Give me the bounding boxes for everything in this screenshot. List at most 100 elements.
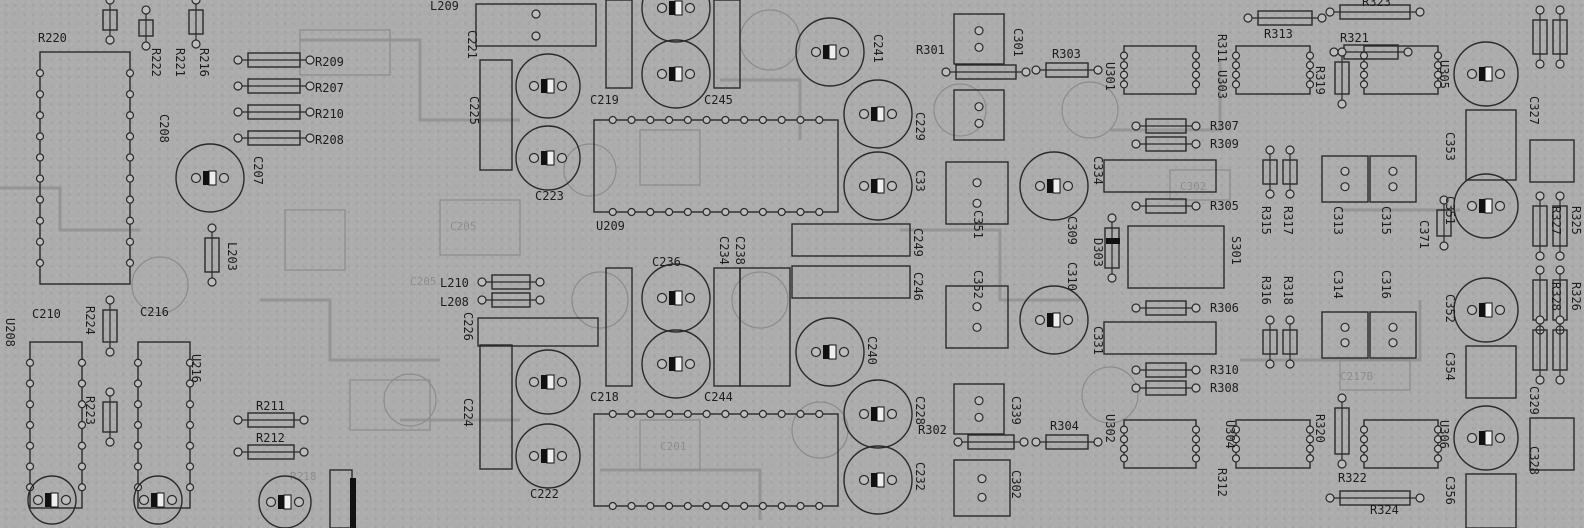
film-capacitor-c245 [713,0,741,89]
capacitor-body-mark [674,290,683,306]
resistor [247,130,301,146]
ic-pin-pad [1191,61,1201,70]
ic-pin-pad [702,115,711,125]
label-r310: R310 [1210,363,1239,377]
solder-pad [1535,251,1545,261]
label-r326: R326 [1569,282,1583,311]
film-capacitor-c238 [739,267,791,387]
capacitor-polarity-mark [823,345,829,359]
ic-pin-pad [1119,435,1129,444]
label-c309: C309 [1065,216,1079,245]
solder-pad [1131,201,1141,211]
label-c354: C354 [1443,352,1457,381]
label-l208: L208 [440,295,469,309]
ic-pin-pad [77,400,87,409]
solder-pad [941,67,951,77]
solder-pad [1494,68,1506,80]
inductor-l208 [491,292,531,308]
capacitor-body-mark [546,78,555,94]
ic-u304 [1235,419,1311,469]
solder-pad [531,9,541,19]
solder-pad [305,55,315,65]
ic-pin-pad [1191,51,1201,60]
resistor-r223 [102,401,118,433]
resistor-r304 [1045,434,1089,450]
label-r223: R223 [83,396,97,425]
inductor-mark [350,478,356,528]
label-r318: R318 [1281,276,1295,305]
ic-pin-pad [627,207,636,217]
solder-pad [684,292,696,304]
label-c314: C314 [1331,270,1345,299]
diode-d303 [1104,227,1120,269]
capacitor-body-mark [156,492,165,508]
ic-pin-pad [1231,51,1241,60]
solder-pad [1494,432,1506,444]
label-l210: L210 [440,276,469,290]
ic-pin-pad [185,400,195,409]
capacitor-body-mark [1052,178,1061,194]
capacitor-body-mark [876,406,885,422]
solder-pad [1191,201,1201,211]
solder-pad [105,35,115,45]
ic-pin-pad [608,409,617,419]
label-c234: C234 [717,236,731,265]
solder-pad [1031,65,1041,75]
electrolytic-capacitor [515,423,581,489]
capacitor-polarity-mark [823,45,829,59]
resistor [247,52,301,68]
ic-pin-pad [35,153,45,162]
ic-pin-pad [777,115,786,125]
solder-pad [1535,59,1545,69]
solder-pad [556,376,568,388]
ic-pin-pad [796,115,805,125]
capacitor-polarity-mark [1479,199,1485,213]
ic-pin-pad [1433,70,1443,79]
ic-pin-pad [627,501,636,511]
solder-pad [1243,13,1253,23]
label-c249: C249 [911,228,925,257]
label-r208: R208 [315,133,344,147]
capacitor-body-mark [546,150,555,166]
solder-pad [528,450,540,462]
solder-pad [105,0,115,5]
solder-pad [886,474,898,486]
label-r209: R209 [315,55,344,69]
ic-pin-pad [35,68,45,78]
solder-pad [684,68,696,80]
resistor-r212 [247,444,295,460]
resistor-r320 [1334,407,1350,455]
vertical-labels: R222 R221 R216 C221 C225 C241 C229 C33 C… [3,30,1583,505]
ic-pin-pad [185,462,195,471]
ic-pin-pad [133,420,143,430]
capacitor-polarity-mark [45,493,51,507]
resistor-r303 [1045,62,1089,78]
ic-pin-pad [35,174,45,183]
label-r305: R305 [1210,199,1239,213]
film-capacitor-c218 [605,267,633,387]
ic-pin-pad [1305,80,1315,89]
capacitor-polarity-mark [1479,303,1485,317]
label-c329: C329 [1527,386,1541,415]
electrolytic-capacitor [1453,405,1519,471]
label-c339: C339 [1009,396,1023,425]
label-r321: R321 [1340,31,1369,45]
electrolytic-capacitor [795,17,865,87]
solder-pad [972,178,982,188]
switch-s301 [1127,225,1225,289]
solder-pad [974,396,984,406]
solder-pad [535,295,545,305]
inductor-l210 [491,274,531,290]
solder-pad [656,358,668,370]
electrolytic-capacitor [1453,173,1519,239]
solder-pad [1191,303,1201,313]
film-capacitor-c249 [791,223,911,257]
solder-pad [858,108,870,120]
solder-pad [1555,375,1565,385]
ic-pin-pad [125,153,135,162]
capacitor-polarity-mark [151,493,157,507]
ic-pin-pad [664,207,674,217]
solder-pad [60,494,72,506]
solder-pad [1555,191,1565,201]
